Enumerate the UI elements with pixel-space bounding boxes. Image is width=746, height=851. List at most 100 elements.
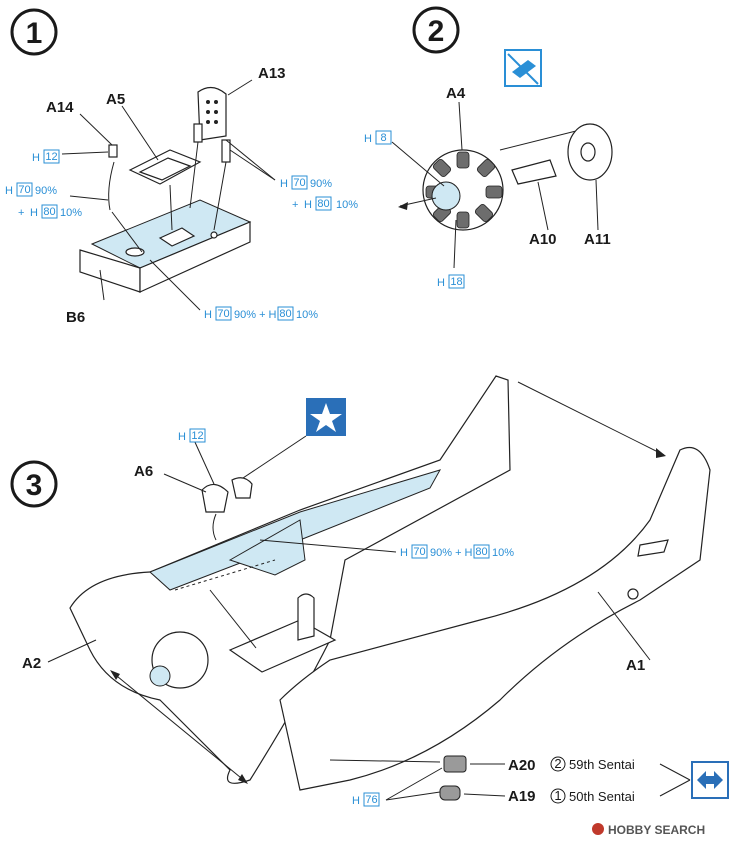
- floor-seat-mount: [158, 227, 196, 247]
- label-a10: A10: [529, 231, 557, 248]
- leg-guide-2: [213, 161, 227, 231]
- color-num: 12: [191, 430, 203, 442]
- engine-nose: [431, 181, 461, 211]
- seat-a5-inner: [138, 157, 192, 181]
- seat-back-leg-right: [221, 139, 231, 163]
- color-num: 18: [450, 276, 462, 288]
- h-prefix: H: [5, 185, 13, 197]
- leader-a6: [163, 473, 207, 493]
- arrow-head: [110, 670, 120, 680]
- plus: +: [18, 207, 24, 219]
- leader-h70-a13: [225, 139, 276, 181]
- version-num: 1: [554, 788, 561, 803]
- star-icon: [306, 398, 346, 436]
- color-box: [411, 544, 428, 559]
- color-h18: H 18: [437, 274, 465, 289]
- color-num: 80: [475, 546, 487, 558]
- headrest-a6-alt: [231, 477, 253, 499]
- color-mix-seatback: H 70 90% + H 80 10%: [280, 175, 358, 211]
- h-prefix: H: [178, 431, 186, 443]
- color-box: [215, 306, 232, 321]
- leader-h18: [453, 219, 457, 269]
- leader-a11: [595, 179, 599, 231]
- color-box: [189, 428, 206, 443]
- color-num: 8: [380, 132, 386, 144]
- leader-h70-floor: [149, 259, 201, 311]
- seat-guide-line: [169, 184, 173, 231]
- version-text: 59th Sentai: [569, 757, 635, 772]
- part-a19: [439, 785, 461, 801]
- seat-back-leg-left: [193, 123, 203, 143]
- watermark-logo-icon: [592, 823, 604, 835]
- leader-b6: [99, 269, 105, 301]
- seat-back-holes: [206, 100, 218, 124]
- h-prefix: H: [204, 309, 212, 321]
- guide-line-a10: [499, 129, 581, 151]
- color-mix-floor: H 70 90% + H 80 10%: [204, 306, 318, 321]
- choose-arrows-icon: [691, 761, 729, 799]
- h-prefix: H: [30, 207, 38, 219]
- assembly-arrow-bottom: [111, 671, 247, 783]
- color-box: [448, 274, 465, 289]
- label-a1: A1: [626, 657, 645, 674]
- version-text: 50th Sentai: [569, 789, 635, 804]
- color-box: [16, 182, 33, 197]
- step-3-marker: [10, 460, 58, 508]
- version-bracket-top: [659, 763, 691, 781]
- step-3: 3: [10, 375, 729, 807]
- star-pointer: [239, 435, 307, 481]
- leader-a5: [121, 105, 159, 161]
- label-a19: A19: [508, 788, 536, 805]
- label-b6: B6: [66, 309, 85, 326]
- leader-h12-s3: [193, 439, 215, 485]
- color-num: 70: [217, 308, 229, 320]
- pct: 90%: [310, 178, 332, 190]
- color-box: [315, 196, 332, 211]
- arrow-head: [238, 774, 248, 784]
- stick-guide: [111, 211, 143, 253]
- leader-h8: [391, 141, 445, 187]
- label-a5: A5: [106, 91, 125, 108]
- version-59th: 2 59th Sentai: [550, 756, 635, 772]
- version-50th: 1 50th Sentai: [550, 788, 635, 804]
- mix-text: 90% + H: [234, 309, 277, 321]
- leader-a2: [47, 639, 97, 663]
- version-num: 2: [554, 756, 561, 771]
- leg-guide-1: [189, 141, 199, 209]
- label-a4: A4: [446, 85, 466, 102]
- color-h8: H 8: [364, 130, 392, 145]
- color-h76: H 76: [352, 792, 380, 807]
- h-prefix: H: [32, 152, 40, 164]
- leader-h12-s1: [61, 151, 109, 155]
- leader-h76-b: [385, 791, 441, 801]
- step-1-marker: [10, 8, 58, 56]
- step-1-number: 1: [26, 17, 43, 50]
- leader-a19: [463, 793, 506, 797]
- leader-h70-s3: [259, 539, 397, 553]
- color-num: 12: [45, 151, 57, 163]
- leader-a13: [227, 79, 253, 96]
- label-a20: A20: [508, 757, 536, 774]
- control-stick-a14: [108, 161, 115, 211]
- pct: 90%: [35, 185, 57, 197]
- shaft-a10: [511, 159, 557, 185]
- label-a14: A14: [46, 99, 74, 116]
- fuselage-right-a1: [279, 446, 711, 791]
- part-a20: [443, 755, 467, 773]
- color-box: [41, 204, 58, 219]
- pct: 10%: [492, 547, 514, 559]
- label-a2: A2: [22, 655, 41, 672]
- cockpit-wall-highlight: [228, 519, 306, 576]
- leader-a14: [79, 113, 113, 146]
- leader-h70-stick: [69, 195, 109, 201]
- step-2-marker: [412, 6, 460, 54]
- leader-h76-a: [385, 767, 443, 801]
- leader-a4: [458, 101, 463, 151]
- color-num: 80: [43, 206, 55, 218]
- floor-peg: [210, 231, 218, 239]
- plus: +: [292, 199, 298, 211]
- pct: 10%: [60, 207, 82, 219]
- color-num: 80: [279, 308, 291, 320]
- control-stick-grip: [108, 144, 118, 158]
- h-prefix: H: [280, 178, 288, 190]
